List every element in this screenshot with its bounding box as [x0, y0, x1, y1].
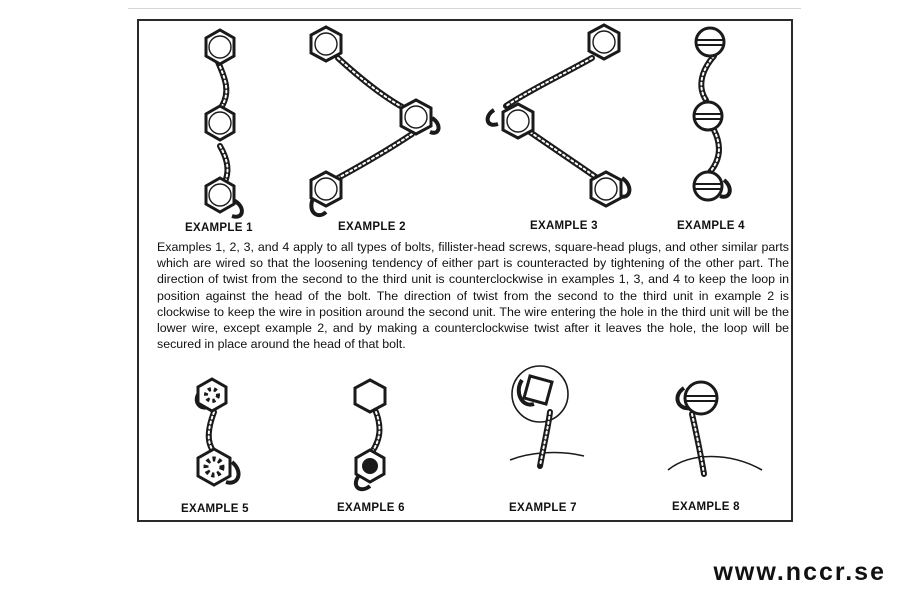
fillister-screw-icon [694, 26, 726, 58]
example-8-drawing [667, 380, 763, 477]
example-7-drawing [509, 365, 585, 469]
diagram-frame [137, 19, 793, 522]
caption-example-3: EXAMPLE 3 [530, 220, 598, 232]
example-2-drawing [309, 25, 441, 218]
hex-bolt-icon [353, 378, 387, 414]
fillister-screw-icon [692, 100, 724, 132]
caption-example-5: EXAMPLE 5 [181, 503, 249, 515]
example-1-drawing [204, 28, 244, 219]
example-3-drawing [485, 23, 632, 208]
watermark-url: www.nccr.se [713, 558, 886, 586]
square-head-plug-icon [522, 374, 554, 406]
fillister-screw-icon [683, 380, 719, 416]
hex-bolt-icon [204, 28, 236, 66]
example-4-drawing [692, 26, 732, 202]
caption-example-8: EXAMPLE 8 [672, 501, 740, 513]
fillister-screw-icon [692, 170, 724, 202]
castle-nut-icon [196, 377, 228, 413]
description-text: Examples 1, 2, 3, and 4 apply to all typ… [157, 240, 789, 352]
caption-example-2: EXAMPLE 2 [338, 221, 406, 233]
example-6-drawing [353, 378, 387, 492]
caption-example-4: EXAMPLE 4 [677, 220, 745, 232]
caption-example-6: EXAMPLE 6 [337, 502, 405, 514]
top-divider [128, 8, 801, 9]
castle-nut-icon [196, 447, 232, 487]
caption-example-1: EXAMPLE 1 [185, 222, 253, 234]
hex-bolt-icon [204, 176, 236, 214]
hex-bolt-icon [204, 104, 236, 142]
example-5-drawing [194, 377, 241, 487]
caption-example-7: EXAMPLE 7 [509, 502, 577, 514]
